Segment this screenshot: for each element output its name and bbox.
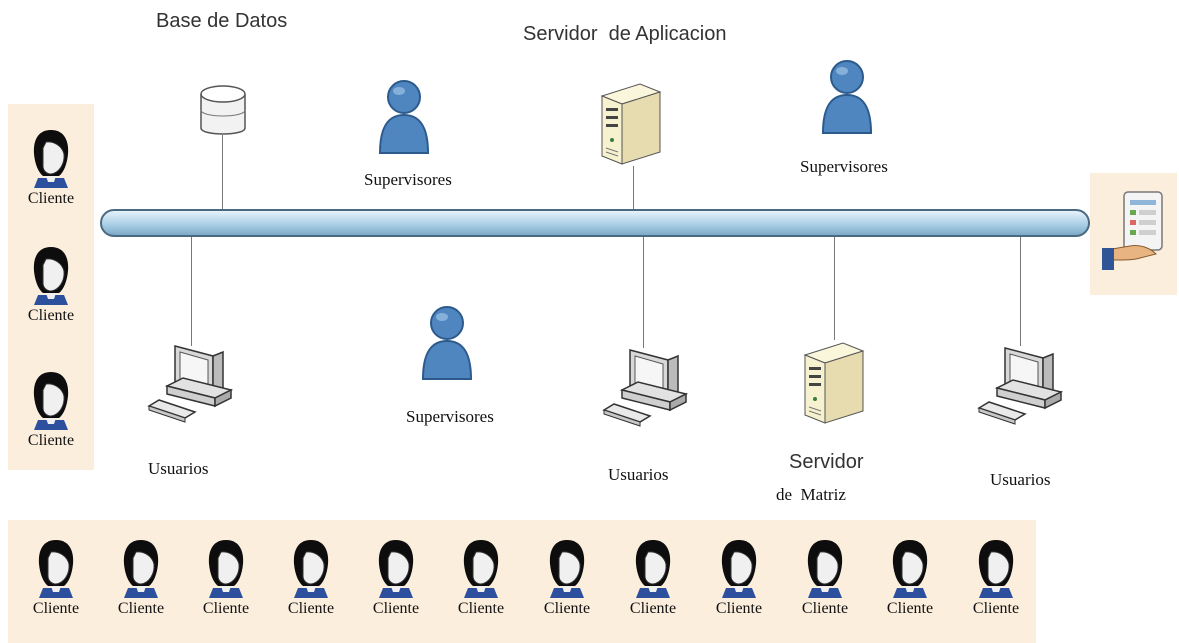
client-person-icon xyxy=(628,536,678,598)
client-person-icon xyxy=(714,536,764,598)
connector-users-1 xyxy=(191,236,192,346)
client-person-icon xyxy=(456,536,506,598)
client-label: Cliente xyxy=(801,600,849,617)
client-label: Cliente xyxy=(629,600,677,617)
supervisor-icon xyxy=(374,75,434,155)
client-label: Cliente xyxy=(32,600,80,617)
client-label: Cliente xyxy=(202,600,250,617)
database-label: Base de Datos xyxy=(156,10,288,32)
client-label: Cliente xyxy=(457,600,505,617)
database-icon xyxy=(200,85,246,135)
client-item: Cliente xyxy=(196,536,256,618)
client-label: Cliente xyxy=(27,190,75,207)
client-label: Cliente xyxy=(972,600,1020,617)
app-server-label: Servidor de Aplicacion xyxy=(523,23,727,45)
app-server-icon xyxy=(596,78,666,168)
client-person-icon xyxy=(26,368,76,430)
client-item: Cliente xyxy=(537,536,597,618)
supervisor-label-2: Supervisores xyxy=(800,157,888,176)
supervisor-label-3: Supervisores xyxy=(406,407,494,426)
client-label: Cliente xyxy=(27,432,75,449)
bottom-client-panel xyxy=(8,520,1036,643)
matrix-server-icon xyxy=(799,336,869,428)
connector-users-3 xyxy=(1020,236,1021,346)
client-item: Cliente xyxy=(880,536,940,618)
client-item: Cliente xyxy=(21,243,81,325)
client-person-icon xyxy=(26,243,76,305)
client-item: Cliente xyxy=(281,536,341,618)
desktop-computer-icon xyxy=(975,342,1065,432)
client-person-icon xyxy=(201,536,251,598)
client-person-icon xyxy=(885,536,935,598)
client-person-icon xyxy=(371,536,421,598)
connector-users-2 xyxy=(643,236,644,348)
matrix-server-label-line1: Servidor xyxy=(789,451,864,473)
client-person-icon xyxy=(26,126,76,188)
client-item: Cliente xyxy=(111,536,171,618)
client-person-icon xyxy=(800,536,850,598)
client-person-icon xyxy=(116,536,166,598)
users-label-3: Usuarios xyxy=(990,470,1051,489)
client-item: Cliente xyxy=(709,536,769,618)
supervisor-label-1: Supervisores xyxy=(364,170,452,189)
supervisor-icon xyxy=(417,300,477,382)
client-label: Cliente xyxy=(117,600,165,617)
client-item: Cliente xyxy=(966,536,1026,618)
desktop-computer-icon xyxy=(600,344,690,434)
users-label-1: Usuarios xyxy=(148,459,209,478)
document-hand-icon xyxy=(1102,191,1163,270)
client-label: Cliente xyxy=(27,307,75,324)
client-label: Cliente xyxy=(715,600,763,617)
desktop-computer-icon xyxy=(145,340,235,430)
client-item: Cliente xyxy=(451,536,511,618)
client-item: Cliente xyxy=(366,536,426,618)
client-item: Cliente xyxy=(623,536,683,618)
connector-app-server xyxy=(633,166,634,211)
client-label: Cliente xyxy=(543,600,591,617)
client-label: Cliente xyxy=(886,600,934,617)
client-item: Cliente xyxy=(795,536,855,618)
client-person-icon xyxy=(286,536,336,598)
matrix-server-label-line2: de Matriz xyxy=(776,485,846,504)
supervisor-icon xyxy=(817,55,877,135)
connector-matrix-server xyxy=(834,236,835,340)
client-label: Cliente xyxy=(287,600,335,617)
client-person-icon xyxy=(542,536,592,598)
connector-database xyxy=(222,135,223,211)
users-label-2: Usuarios xyxy=(608,465,669,484)
client-person-icon xyxy=(31,536,81,598)
client-item: Cliente xyxy=(26,536,86,618)
network-bus xyxy=(100,209,1090,237)
client-item: Cliente xyxy=(21,368,81,450)
client-label: Cliente xyxy=(372,600,420,617)
client-person-icon xyxy=(971,536,1021,598)
client-item: Cliente xyxy=(21,126,81,208)
